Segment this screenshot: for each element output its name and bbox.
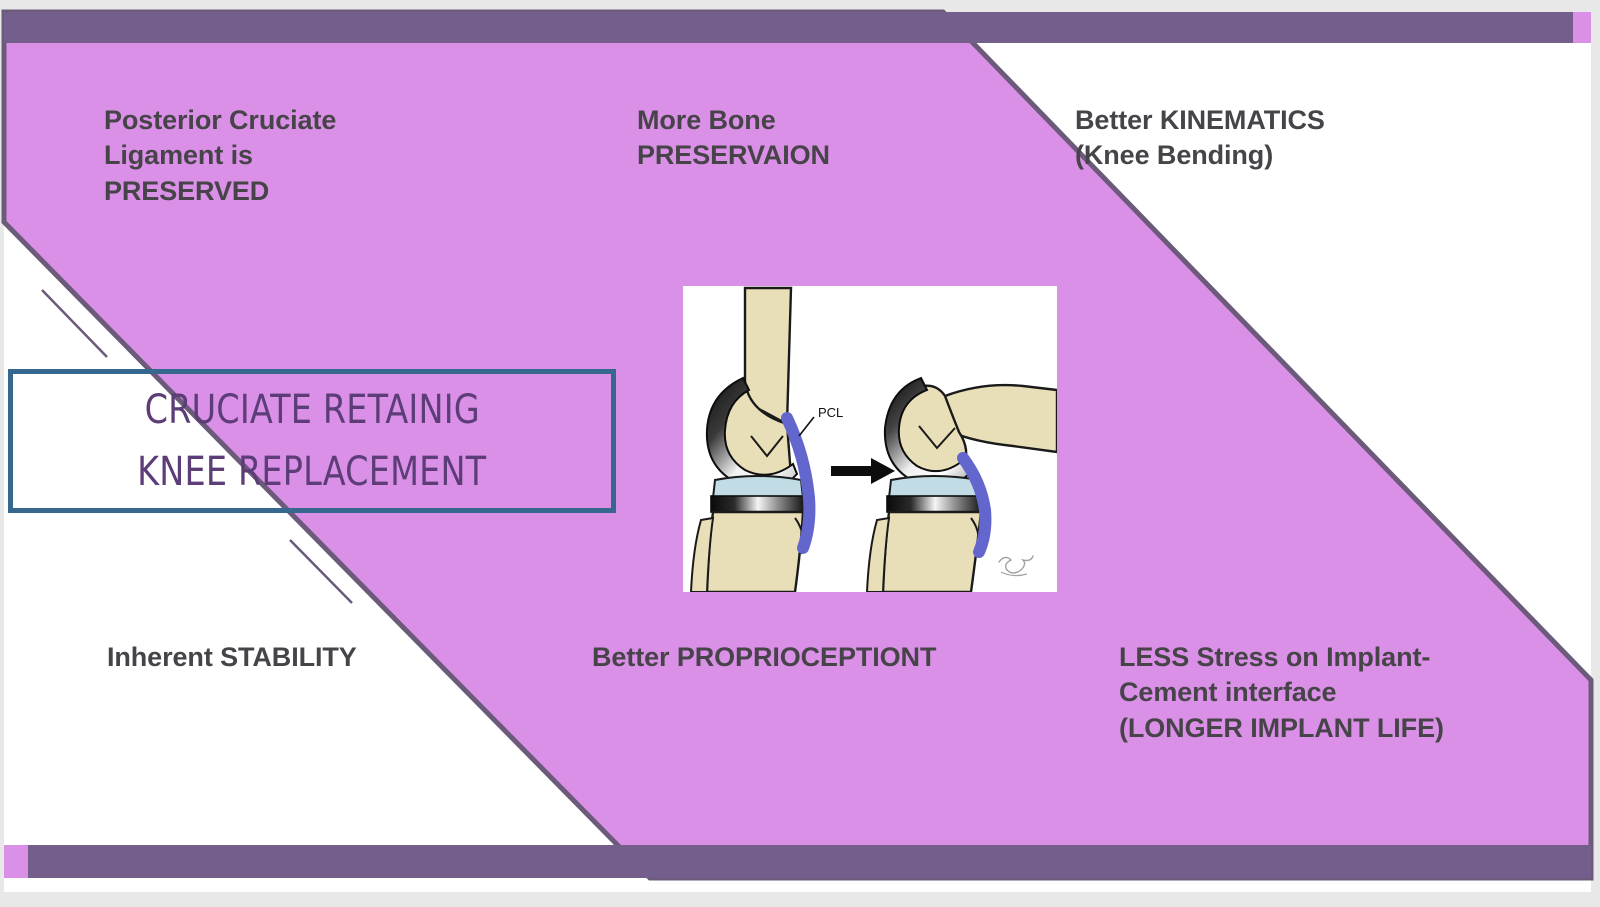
callout-proprioception: Better PROPRIOCEPTIONT [592, 642, 937, 672]
knee-diagram-figure: PCL [683, 286, 1057, 592]
bottom-left-pink-tab [4, 845, 28, 878]
callout-implant-stress: LESS Stress on Implant- Cement interface… [1119, 642, 1444, 743]
knee-extension-illustration: PCL [689, 286, 843, 592]
pcl-label: PCL [818, 405, 843, 420]
callout-bone-preservation: More Bone PRESERVAION [637, 105, 830, 171]
pcl-leader-line [798, 416, 815, 437]
knee-flexion-illustration [865, 376, 1057, 592]
bottom-accent-bar [28, 845, 1591, 878]
top-right-pink-tab [1573, 12, 1591, 43]
top-accent-bar [4, 12, 1573, 43]
title-line-1: CRUCIATE RETAINIG [144, 387, 480, 433]
slide-title-box: CRUCIATE RETAINIG KNEE REPLACEMENT [8, 369, 616, 513]
callout-kinematics: Better KINEMATICS (Knee Bending) [1075, 105, 1325, 171]
accent-line-upper [41, 289, 108, 358]
title-line-2: KNEE REPLACEMENT [137, 449, 487, 495]
transition-arrow [831, 458, 895, 484]
callout-pcl-preserved: Posterior Cruciate Ligament is PRESERVED [104, 105, 337, 206]
callout-stability: Inherent STABILITY [107, 642, 357, 672]
accent-line-lower [289, 539, 353, 604]
artist-signature-mark [998, 555, 1034, 577]
